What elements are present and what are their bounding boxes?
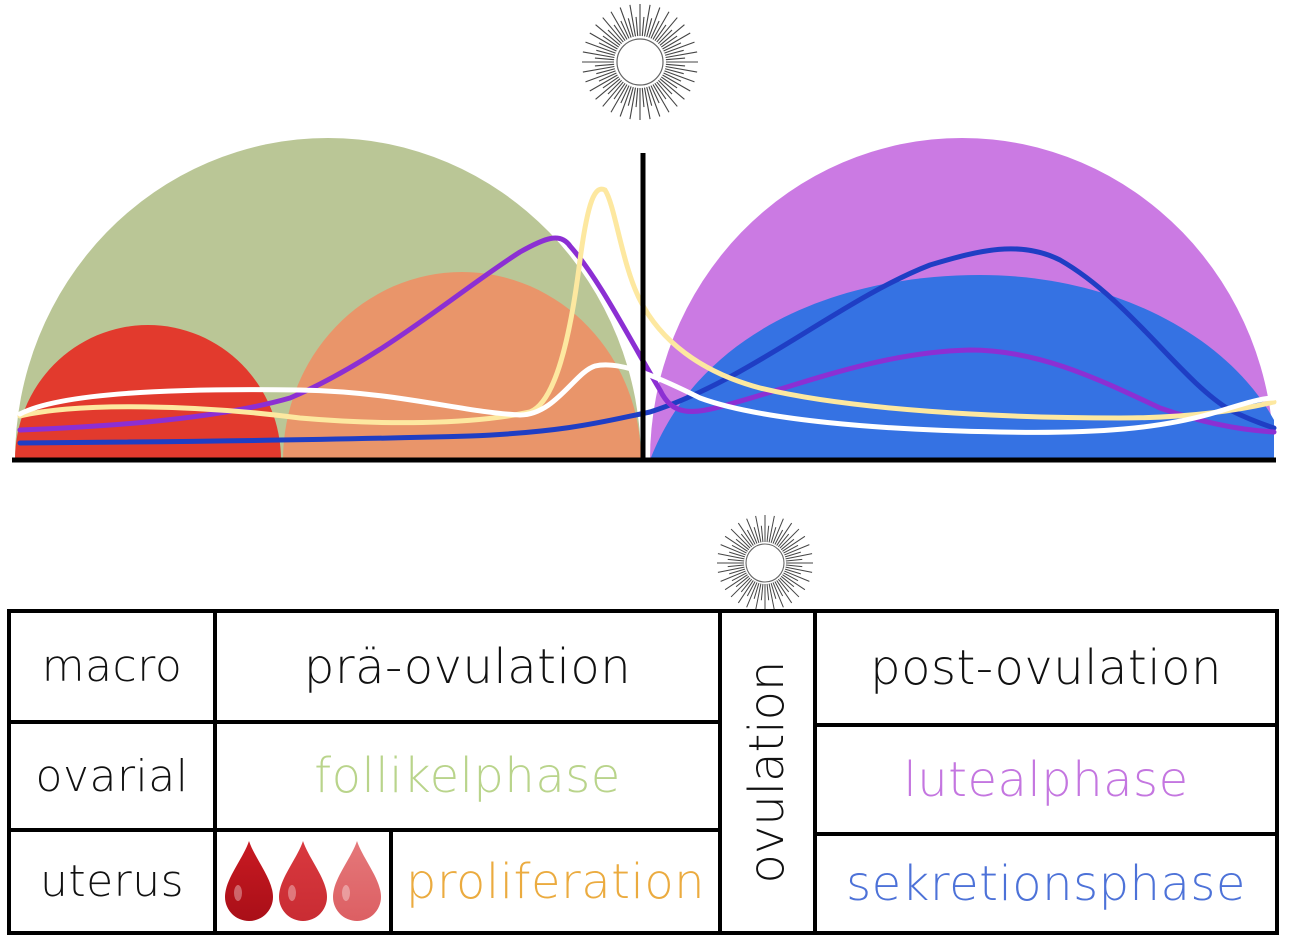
row-label-ovarial: ovarial xyxy=(35,750,189,802)
cycle-diagram xyxy=(12,4,1277,463)
cell-proliferation: proliferation xyxy=(405,853,706,910)
drop-2 xyxy=(279,841,327,921)
cell-pre-ovulation: prä-ovulation xyxy=(303,638,632,695)
drop-3 xyxy=(333,841,381,921)
cell-follikelphase: follikelphase xyxy=(314,748,621,804)
ovulation-cell: ovulation xyxy=(720,611,815,933)
proliferation-area xyxy=(283,272,641,460)
sekretion-area xyxy=(650,275,1274,460)
cell-ovulation: ovulation xyxy=(739,660,795,884)
drop-1 xyxy=(225,841,273,921)
hormone-curve-white xyxy=(17,362,1277,435)
cell-lutealphase: lutealphase xyxy=(903,751,1189,808)
hormone-curve-yellow xyxy=(17,186,1277,426)
cell-sekretionsphase: sekretionsphase xyxy=(846,855,1246,912)
phase-table: macro ovarial uterus prä-ovulation post-… xyxy=(7,609,1279,935)
sun-icon xyxy=(717,515,813,611)
row-label-uterus: uterus xyxy=(39,856,185,907)
row-label-macro: macro xyxy=(41,641,183,692)
hormone-curve-blue xyxy=(17,246,1277,446)
sun-icon xyxy=(582,4,698,120)
cell-post-ovulation: post-ovulation xyxy=(870,640,1222,696)
table-grid xyxy=(7,609,1279,935)
blood-drops-icon xyxy=(221,837,387,927)
